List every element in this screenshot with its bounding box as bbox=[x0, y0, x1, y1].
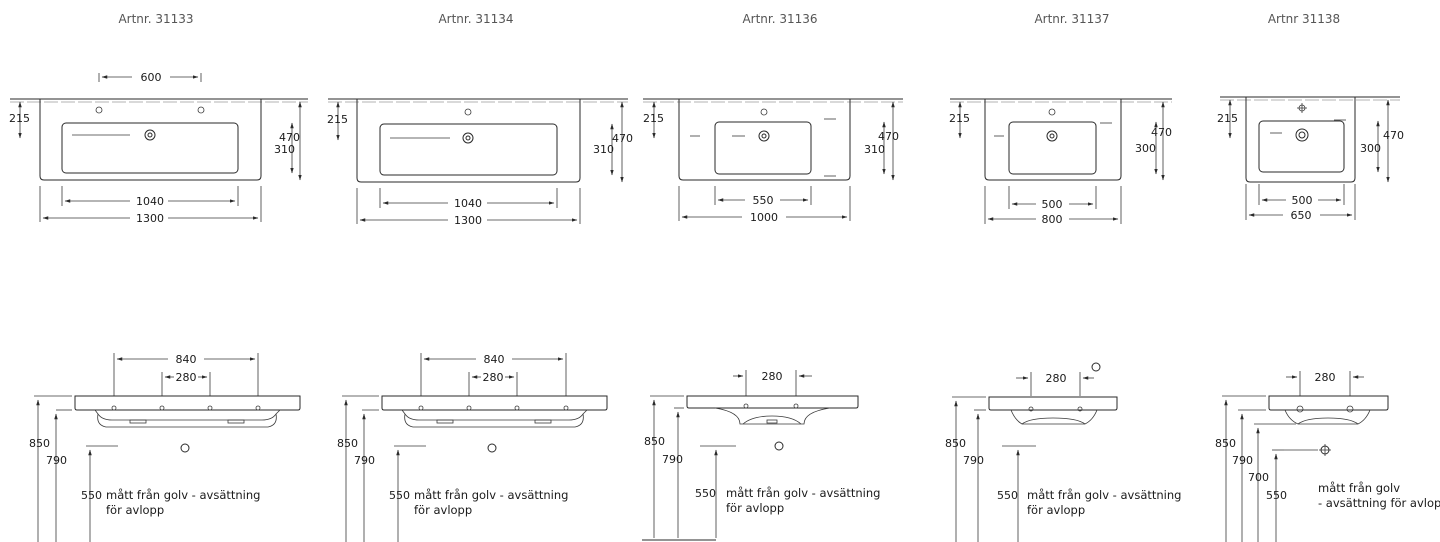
note-floor-line2: för avlopp bbox=[726, 501, 784, 515]
dim-215: 215 bbox=[949, 112, 970, 125]
dim-790: 790 bbox=[1232, 454, 1253, 467]
dim-280: 280 bbox=[176, 371, 197, 384]
dim-310: 310 bbox=[593, 143, 614, 156]
note-floor-line2: för avlopp bbox=[1027, 503, 1085, 517]
top-view-31133: 600 215 470 310 1040 1300 bbox=[9, 71, 308, 225]
dim-550: 550 bbox=[389, 489, 410, 502]
top-view-31137: 215 470 300 500 800 bbox=[949, 98, 1172, 226]
dim-1040: 1040 bbox=[136, 195, 164, 208]
artnr-31137: Artnr. 31137 bbox=[1034, 12, 1109, 26]
dim-300: 300 bbox=[1135, 142, 1156, 155]
side-view-31137: 280 850 790 550 mått från golv - avsättn… bbox=[945, 362, 1181, 542]
dim-850: 850 bbox=[945, 437, 966, 450]
dim-470: 470 bbox=[612, 132, 633, 145]
artnr-31136: Artnr. 31136 bbox=[742, 12, 817, 26]
dim-850: 850 bbox=[337, 437, 358, 450]
dim-550: 550 bbox=[81, 489, 102, 502]
dim-215: 215 bbox=[9, 112, 30, 125]
dim-470: 470 bbox=[279, 131, 300, 144]
artnr-31134: Artnr. 31134 bbox=[438, 12, 513, 26]
note-floor-line1: mått från golv - avsättning bbox=[726, 486, 880, 500]
dim-790: 790 bbox=[46, 454, 67, 467]
dim-840: 840 bbox=[176, 353, 197, 366]
dim-280: 280 bbox=[1315, 371, 1336, 384]
dim-790: 790 bbox=[963, 454, 984, 467]
dim-650: 650 bbox=[1291, 209, 1312, 222]
dim-550: 550 bbox=[753, 194, 774, 207]
dim-215: 215 bbox=[643, 112, 664, 125]
top-view-31138: 215 470 300 500 650 bbox=[1217, 96, 1404, 222]
dim-550: 550 bbox=[695, 487, 716, 500]
dim-500: 500 bbox=[1292, 194, 1313, 207]
top-view-31134: 215 470 310 1040 1300 bbox=[327, 98, 633, 227]
note-floor-line2: - avsättning för avlopp bbox=[1318, 496, 1440, 510]
side-view-31134: 840 280 850 790 550 mått från golv - avs… bbox=[337, 353, 608, 542]
dim-850: 850 bbox=[644, 435, 665, 448]
note-floor-line1: mått från golv - avsättning bbox=[1027, 488, 1181, 502]
dim-310: 310 bbox=[864, 143, 885, 156]
top-view-31136: 215 470 310 550 1000 bbox=[643, 98, 903, 224]
dim-1040: 1040 bbox=[454, 197, 482, 210]
dim-850: 850 bbox=[1215, 437, 1236, 450]
artnr-31133: Artnr. 31133 bbox=[118, 12, 193, 26]
dim-215: 215 bbox=[1217, 112, 1238, 125]
dim-1300: 1300 bbox=[136, 212, 164, 225]
note-floor-line2: för avlopp bbox=[106, 503, 164, 517]
dim-280: 280 bbox=[762, 370, 783, 383]
note-floor-line1: mått från golv bbox=[1318, 481, 1400, 495]
dim-1000: 1000 bbox=[750, 211, 778, 224]
dim-800: 800 bbox=[1042, 213, 1063, 226]
side-view-31136: 280 850 790 550 mått från golv - avsättn… bbox=[642, 370, 880, 541]
dim-280: 280 bbox=[1046, 372, 1067, 385]
dim-280: 280 bbox=[483, 371, 504, 384]
artnr-31138: Artnr 31138 bbox=[1268, 12, 1340, 26]
dim-470: 470 bbox=[1151, 126, 1172, 139]
note-floor-line1: mått från golv - avsättning bbox=[414, 488, 568, 502]
dim-300: 300 bbox=[1360, 142, 1381, 155]
side-view-31133: 840 280 850 790 550 mått från golv - avs… bbox=[29, 353, 301, 542]
note-floor-line2: för avlopp bbox=[414, 503, 472, 517]
dim-550: 550 bbox=[997, 489, 1018, 502]
dim-470: 470 bbox=[878, 130, 899, 143]
dim-700: 700 bbox=[1248, 471, 1269, 484]
dim-1300: 1300 bbox=[454, 214, 482, 227]
dim-215: 215 bbox=[327, 113, 348, 126]
dim-850: 850 bbox=[29, 437, 50, 450]
side-view-31138: 280 850 790 700 550 mått från golv - avs… bbox=[1215, 371, 1440, 542]
note-floor-line1: mått från golv - avsättning bbox=[106, 488, 260, 502]
dim-310: 310 bbox=[274, 143, 295, 156]
dim-500: 500 bbox=[1042, 198, 1063, 211]
dim-840: 840 bbox=[484, 353, 505, 366]
dim-790: 790 bbox=[662, 453, 683, 466]
dim-790: 790 bbox=[354, 454, 375, 467]
dim-470: 470 bbox=[1383, 129, 1404, 142]
dim-600: 600 bbox=[141, 71, 162, 84]
dim-550: 550 bbox=[1266, 489, 1287, 502]
